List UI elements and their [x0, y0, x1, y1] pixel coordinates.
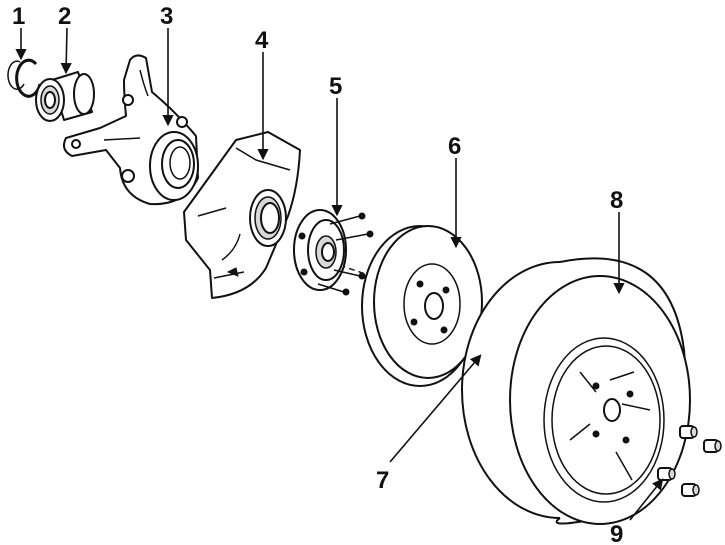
steering-knuckle-part	[63, 54, 199, 206]
wheel-bearing-part	[35, 71, 95, 122]
callout-label-9: 9	[610, 521, 623, 545]
snap-ring-part	[7, 58, 42, 98]
wheel-tire-part	[461, 257, 691, 525]
callout-leader-9	[629, 478, 664, 521]
callout-label-1: 1	[12, 3, 25, 30]
callout-label-6: 6	[448, 133, 461, 160]
callout-label-7: 7	[376, 467, 389, 494]
brake-disc-part	[361, 225, 483, 387]
callout-leader-2	[60, 27, 72, 75]
lug-nuts-part	[657, 425, 722, 497]
splash-shield-part	[183, 131, 301, 299]
wheel-hub-part	[293, 209, 374, 296]
callout-label-2: 2	[58, 3, 71, 30]
callout-label-8: 8	[610, 187, 623, 214]
callout-label-4: 4	[255, 27, 269, 54]
callout-label-5: 5	[329, 73, 342, 100]
callout-label-3: 3	[160, 3, 173, 30]
callout-leader-7	[389, 354, 482, 463]
